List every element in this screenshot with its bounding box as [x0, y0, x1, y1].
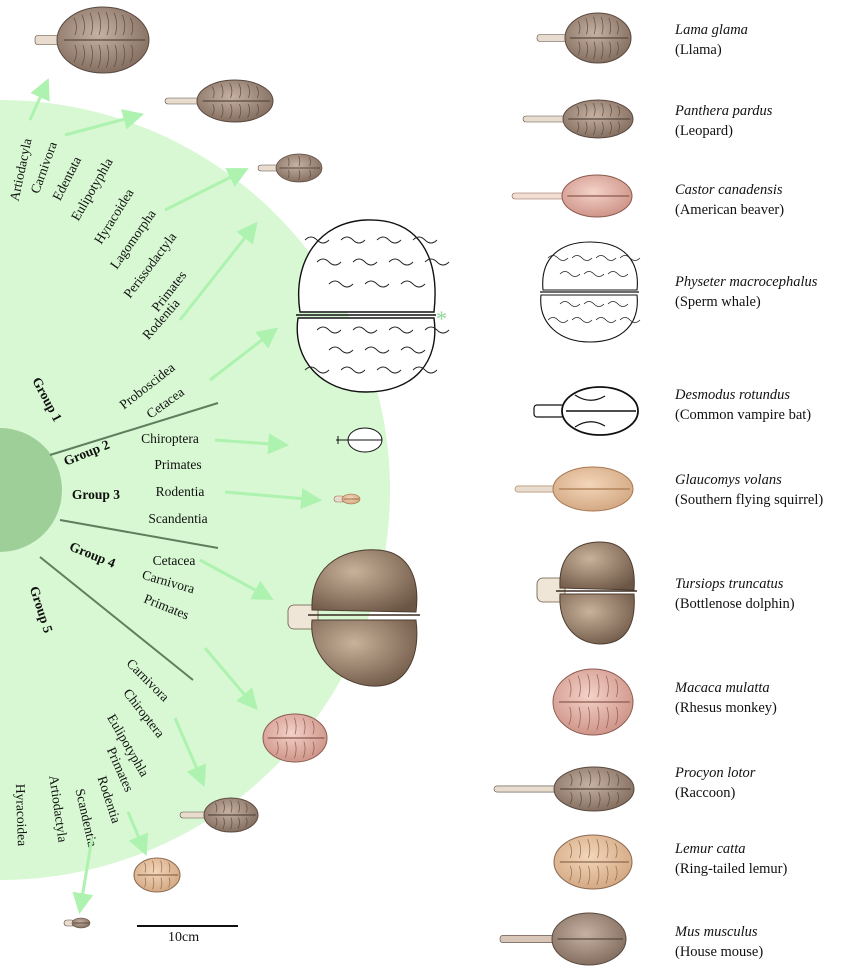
species-latin-name: Glaucomys volans: [675, 472, 782, 488]
species-label: Glaucomys volans (Southern flying squirre…: [675, 470, 855, 510]
species-latin-name: Castor canadensis: [675, 182, 783, 198]
species-latin-name: Lama glama: [675, 22, 748, 38]
group-label: Group 3: [72, 487, 120, 502]
radial-diagram: Group 1ArtiodacylaCarnivoraEdentataEulip…: [0, 100, 390, 880]
arrow: [164, 168, 249, 212]
order-label: Rodentia: [156, 484, 205, 499]
species-label: Castor canadensis (American beaver): [675, 180, 855, 220]
asterisk-mark: *: [436, 306, 447, 331]
brain-illustration: [499, 912, 627, 966]
species-common-name: (Leopard): [675, 123, 733, 139]
species-label: Procyon lotor (Raccoon): [675, 763, 855, 803]
order-label: Hyracoidea: [13, 784, 30, 847]
brain-illustration: [536, 541, 637, 645]
species-latin-name: Panthera pardus: [675, 103, 773, 119]
brain-specimens: [34, 6, 450, 929]
species-label: Tursiops truncatus (Bottlenose dolphin): [675, 574, 855, 614]
order-label: Primates: [154, 457, 201, 472]
arrow: [72, 837, 94, 915]
arrow: [178, 221, 258, 321]
radial-fan: [0, 100, 390, 880]
arrow: [173, 717, 206, 787]
species-label: Panthera pardus (Leopard): [675, 101, 855, 141]
brain-illustration: [257, 153, 323, 183]
species-latin-name: Macaca mulatta: [675, 680, 770, 696]
brain-illustration: [179, 797, 259, 833]
species-common-name: (House mouse): [675, 944, 764, 960]
species-common-name: (American beaver): [675, 202, 785, 218]
species-latin-name: Desmodus rotundus: [675, 387, 791, 403]
species-common-name: (Llama): [675, 42, 722, 58]
arrow: [224, 488, 323, 510]
arrow: [209, 327, 279, 382]
brain-illustration: [262, 713, 328, 763]
brain-illustration: [514, 466, 634, 512]
brain-illustration: [133, 857, 181, 893]
species-latin-name: Lemur catta: [675, 841, 746, 857]
radial-core: [0, 428, 62, 552]
brain-illustration: [63, 917, 91, 929]
scale-bar-label: 10cm: [168, 930, 200, 945]
arrow: [203, 647, 258, 711]
brain-illustration: [164, 79, 274, 123]
species-label: Lama glama (Llama): [675, 20, 855, 60]
brain-illustration: [533, 386, 639, 436]
species-common-name: (Rhesus monkey): [675, 700, 777, 716]
species-label: Mus musculus (House mouse): [675, 922, 855, 962]
brain-illustration: [287, 549, 420, 687]
species-label: Macaca mulatta (Rhesus monkey): [675, 678, 855, 718]
species-latin-name: Tursiops truncatus: [675, 576, 784, 592]
divider-2: [59, 519, 219, 549]
species-latin-name: Physeter macrocephalus: [675, 274, 818, 290]
brain-illustration: [540, 241, 641, 343]
species-common-name: (Bottlenose dolphin): [675, 596, 795, 612]
brain-illustration: [536, 12, 632, 64]
arrows: [28, 78, 323, 915]
species-common-name: (Common vampire bat): [675, 407, 812, 423]
order-label: Scandentia: [148, 511, 207, 526]
species-common-name: (Southern flying squirrel): [675, 492, 824, 508]
arrow: [214, 433, 290, 455]
brain-illustration: [522, 99, 634, 139]
brain-illustration: [333, 493, 361, 505]
order-label: Chiroptera: [141, 431, 199, 446]
species-common-name: (Raccoon): [675, 785, 736, 801]
divider-3: [39, 556, 194, 681]
brain-illustration: [553, 834, 633, 890]
species-latin-name: Mus musculus: [675, 924, 758, 940]
brain-illustration: [34, 6, 150, 74]
brain-illustration: [336, 427, 383, 453]
species-label: Physeter macrocephalus (Sperm whale): [675, 272, 855, 312]
order-label: Cetacea: [153, 553, 196, 568]
arrow: [199, 558, 274, 601]
species-common-name: (Ring-tailed lemur): [675, 861, 788, 877]
species-label: Desmodus rotundus (Common vampire bat): [675, 385, 855, 425]
brain-illustration: [493, 766, 635, 812]
brain-reference-column: [493, 12, 641, 966]
brain-illustration: [296, 219, 450, 393]
brain-illustration: [552, 668, 634, 736]
arrow: [28, 78, 50, 121]
species-latin-name: Procyon lotor: [675, 765, 756, 781]
species-common-name: (Sperm whale): [675, 294, 761, 310]
group-dividers: [39, 402, 219, 681]
divider-1: [49, 402, 219, 456]
species-label: Lemur catta (Ring-tailed lemur): [675, 839, 855, 879]
brain-illustration: [511, 174, 633, 218]
arrow: [64, 109, 145, 137]
arrow: [126, 811, 149, 856]
